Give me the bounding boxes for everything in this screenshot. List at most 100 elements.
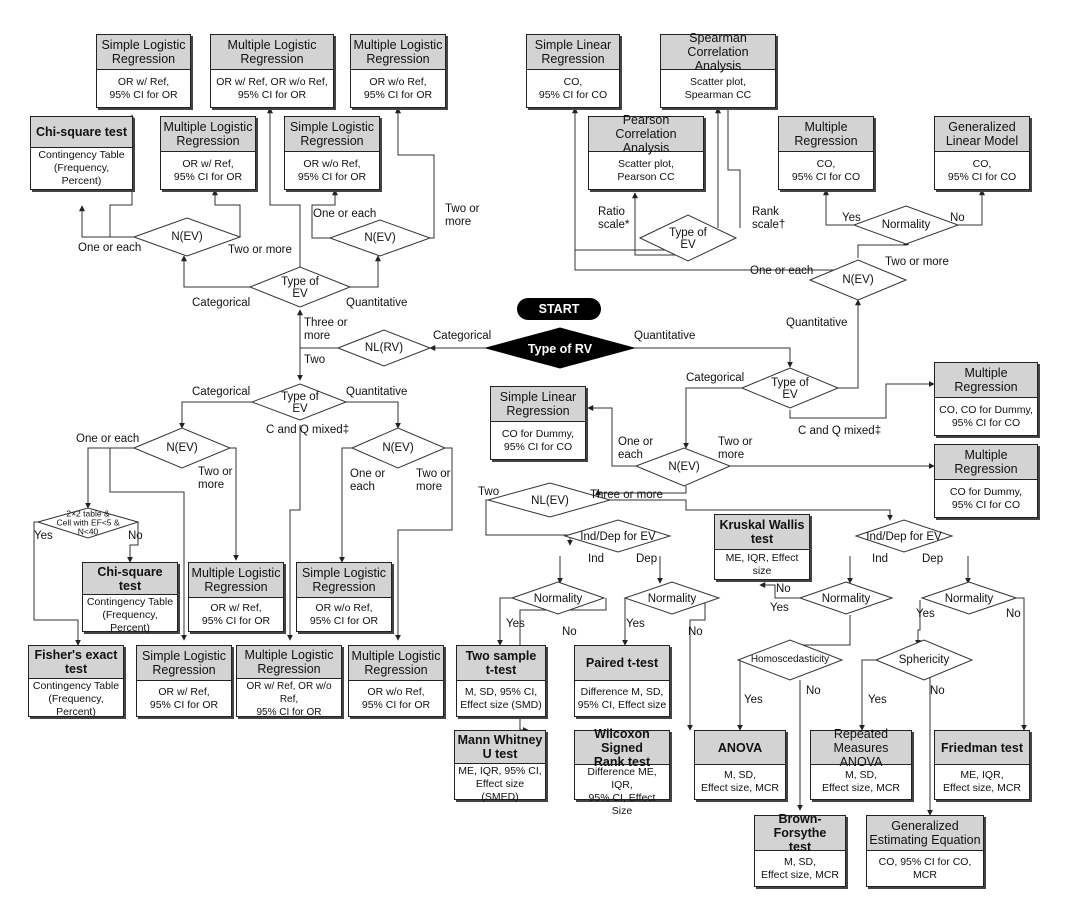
edge-label: Dep [922, 553, 944, 565]
n-ev-mid-left-a-diamond: N(EV) [166, 442, 198, 454]
edge-label: No [776, 583, 791, 595]
edge-label: Two [478, 486, 500, 498]
pearson-correlation-box: Pearson Correlation Analysis Scatter plo… [588, 113, 704, 190]
edge-label: Two or more [718, 436, 753, 461]
nl-ev-diamond: NL(EV) [531, 495, 569, 507]
start-node: START [517, 298, 601, 320]
sphericity-diamond: Sphericity [898, 654, 950, 666]
edge-label: Dep [636, 553, 658, 565]
edge-label: Two or more [416, 468, 451, 493]
edge-label: Three or more [304, 317, 348, 342]
generalized-linear-model-box: Generalized Linear Model CO, 95% CI for … [934, 116, 1030, 190]
edge-label: Ind [872, 553, 888, 565]
n-ev-mid-right-diamond: N(EV) [842, 274, 874, 286]
paired-t-test-box: Paired t-test Difference M, SD, 95% CI, … [574, 645, 670, 717]
edge-label: C and Q mixed‡ [266, 424, 350, 436]
edge-label: No [930, 685, 945, 697]
edge-label: Yes [916, 608, 935, 620]
edge-label: Categorical [433, 330, 492, 342]
edge-label: Two or more [885, 256, 949, 268]
edge-label: Ratio scale* [598, 206, 630, 231]
repeated-measures-anova-box: Repeated Measures ANOVA M, SD, Effect si… [810, 727, 912, 800]
edge-label: One or each [618, 436, 654, 461]
simple-logistic-regression-box: Simple Logistic Regression OR w/o Ref, 9… [284, 116, 380, 190]
ind-dep-right-diamond: Ind/Dep for EV [866, 531, 942, 543]
edge-label: Three or more [590, 489, 663, 501]
edge-label: Two or more [445, 203, 480, 228]
edge-label: Yes [626, 618, 645, 630]
simple-logistic-regression-box: Simple Logistic Regression OR w/ Ref, 95… [96, 34, 191, 108]
multiple-regression-box: Multiple Regression CO for Dummy, 95% CI… [934, 444, 1038, 518]
simple-logistic-regression-box: Simple Logistic Regression OR w/o Ref, 9… [296, 562, 392, 632]
edge-label: One or each [350, 468, 386, 493]
multiple-regression-box: Multiple Regression CO, CO for Dummy, 95… [934, 362, 1038, 436]
kruskal-wallis-box: Kruskal Wallis test ME, IQR, Effect size [714, 514, 810, 580]
edge-label: Rank scale† [752, 206, 786, 231]
chi-square-test-box: Chi-square test Contingency Table (Frequ… [30, 116, 133, 190]
edge-label: Quantitative [634, 330, 696, 342]
edge-label: Quantitative [346, 297, 408, 309]
type-of-ev-corr-diamond: Type of EV [669, 227, 707, 251]
multiple-logistic-regression-box: Multiple Logistic Regression OR w/o Ref,… [348, 645, 444, 717]
edge-label: C and Q mixed‡ [798, 425, 882, 437]
edge-label: No [950, 212, 965, 224]
ind-dep-left-diamond: Ind/Dep for EV [580, 531, 656, 543]
spearman-correlation-box: Spearman Correlation Analysis Scatter pl… [660, 31, 776, 108]
normality-2-diamond: Normality [647, 593, 697, 605]
edge-label: No [128, 530, 143, 542]
simple-logistic-regression-box: Simple Logistic Regression OR w/ Ref, 95… [136, 645, 232, 717]
edge-label: No [806, 685, 821, 697]
simple-linear-regression-box: Simple Linear Regression CO, 95% CI for … [526, 34, 620, 108]
fishers-exact-test-box: Fisher's exact test Contingency Table (F… [28, 645, 124, 718]
n-ev-right-diamond: N(EV) [668, 461, 700, 473]
edge-label: No [562, 626, 577, 638]
edge-label: One or each [750, 265, 814, 277]
normality-top-right-diamond: Normality [881, 219, 931, 231]
edge-label: Two or more [228, 244, 292, 256]
edge-label: No [1006, 608, 1021, 620]
edge-label: Yes [34, 530, 53, 542]
edge-label: Yes [744, 694, 763, 706]
edge-label: Ind [588, 553, 604, 565]
two-sample-t-test-box: Two sample t-test M, SD, 95% CI, Effect … [456, 645, 546, 717]
mann-whitney-u-test-box: Mann Whitney U test ME, IQR, 95% CI, Eff… [454, 730, 546, 803]
normality-4-diamond: Normality [944, 593, 994, 605]
n-ev-mid-left-b-diamond: N(EV) [382, 442, 414, 454]
nl-rv-diamond: NL(RV) [364, 342, 404, 354]
edge-label: No [688, 626, 703, 638]
edge-label: Yes [506, 618, 525, 630]
edge-label: Yes [770, 602, 789, 614]
edge-label: Yes [842, 212, 861, 224]
simple-linear-regression-box: Simple Linear Regression CO for Dummy, 9… [490, 386, 586, 460]
multiple-logistic-regression-box: Multiple Logistic Regression OR w/ Ref, … [236, 645, 342, 718]
edge-label: Quantitative [786, 317, 848, 329]
wilcoxon-signed-rank-test-box: Wilcoxon Signed Rank test Difference ME,… [574, 727, 670, 817]
homoscedasticity-diamond: Homoscedasticity [750, 654, 830, 665]
brown-forsythe-test-box: Brown-Forsythe test M, SD, Effect size, … [754, 812, 846, 887]
type-of-ev-right-diamond: Type of EV [771, 377, 809, 401]
anova-box: ANOVA M, SD, Effect size, MCR [694, 730, 786, 800]
friedman-test-box: Friedman test ME, IQR, Effect size, MCR [934, 730, 1030, 800]
edge-label: One or each [313, 208, 377, 220]
edge-label: Categorical [192, 386, 251, 398]
multiple-logistic-regression-box: Multiple Logistic Regression OR w/ Ref, … [160, 116, 256, 190]
two-by-two-diamond: 2×2 table & Cell with EF<5 & N<40 [56, 508, 120, 537]
chi-square-test-box: Chi-square test Contingency Table (Frequ… [82, 562, 178, 634]
multiple-regression-box: Multiple Regression CO, 95% CI for CO [778, 116, 874, 190]
edge-label: Two [304, 354, 326, 366]
type-of-ev-mid-left-diamond: Type of EV [281, 391, 319, 415]
type-of-rv-diamond: Type of RV [527, 342, 593, 356]
edge-label: Yes [868, 694, 887, 706]
multiple-logistic-regression-box: Multiple Logistic Regression OR w/o Ref,… [350, 34, 446, 108]
multiple-logistic-regression-box: Multiple Logistic Regression OR w/ Ref, … [188, 562, 284, 632]
n-ev-top-right-diamond: N(EV) [364, 232, 396, 244]
normality-1-diamond: Normality [533, 593, 583, 605]
edge-label: One or each [76, 433, 140, 445]
generalized-estimating-equation-box: Generalized Estimating Equation CO, 95% … [866, 815, 984, 887]
edge-label: One or each [78, 242, 142, 254]
n-ev-top-left-diamond: N(EV) [171, 231, 203, 243]
edge-label: Categorical [686, 372, 745, 384]
edge-label: Two or more [198, 466, 233, 491]
